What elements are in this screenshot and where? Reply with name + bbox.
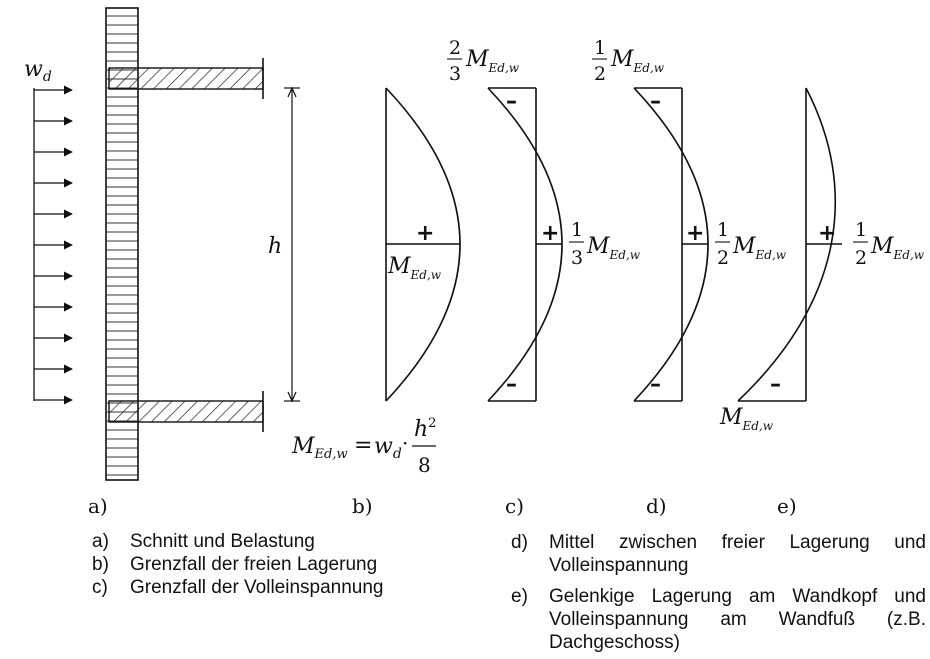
load-arrows — [33, 85, 73, 405]
caption-text: Grenzfall der Volleinspannung — [130, 577, 384, 598]
sign-minus-d-top: – — [650, 89, 661, 114]
svg-text:1: 1 — [594, 37, 606, 59]
svg-text:MEd,w: MEd,w — [610, 47, 665, 75]
moment-label-b: MEd,w — [387, 254, 442, 282]
svg-text:MEd,w: MEd,w — [465, 47, 520, 75]
caption-item-d: d) Mittel zwischen freier Lagerung und V… — [511, 531, 926, 577]
svg-text:2: 2 — [855, 247, 867, 269]
svg-text:h2: h2 — [414, 416, 436, 442]
caption-item-a: a) Schnitt und Belastung — [92, 530, 472, 553]
support-moment-label-e: MEd,w — [719, 405, 774, 433]
sign-plus-b: + — [416, 221, 434, 246]
caption-key: e) — [511, 586, 528, 607]
support-moment-label-d: 1 2 MEd,w — [592, 37, 665, 85]
svg-text:1: 1 — [717, 219, 729, 241]
caption-key: b) — [92, 554, 109, 575]
panel-b-free-support: + MEd,w MEd,w = wd · h2 8 b) — [291, 87, 461, 518]
sign-plus-e: + — [818, 221, 836, 246]
panel-label-b: b) — [352, 494, 373, 518]
caption-line: Volleinspannung am Wandfuß (z.B. — [549, 609, 926, 630]
caption-line: Gelenkige Lagerung am Wandkopf und — [549, 586, 926, 607]
caption-list-right: d) Mittel zwischen freier Lagerung und V… — [511, 531, 926, 654]
sign-plus-c: + — [541, 221, 559, 246]
svg-text:8: 8 — [418, 453, 431, 477]
svg-text:3: 3 — [571, 247, 583, 269]
svg-text:2: 2 — [717, 247, 729, 269]
caption-key: c) — [92, 577, 108, 598]
svg-text:MEd,w: MEd,w — [291, 434, 348, 462]
panel-label-c: c) — [505, 494, 524, 518]
caption-line: Dachgeschoss) — [549, 632, 680, 653]
panel-d-mean: – – + 1 2 MEd,w 1 2 MEd,w d) — [592, 37, 787, 518]
sign-minus-c-top: – — [506, 89, 517, 114]
svg-text:MEd,w: MEd,w — [732, 234, 787, 262]
caption-list-left: a) Schnitt und Belastung b) Grenzfall de… — [92, 530, 472, 599]
panel-c-full-fixity: – – + 2 3 MEd,w 1 3 MEd,w c) — [447, 37, 641, 518]
svg-text:wd: wd — [374, 434, 402, 462]
formula-b: MEd,w = wd · h2 8 — [291, 416, 436, 477]
load-symbol: wd — [24, 57, 52, 85]
svg-text:1: 1 — [571, 219, 583, 241]
caption-text: Mittel zwischen freier Lagerung und Voll… — [549, 531, 926, 577]
caption-line: Mittel zwischen freier Lagerung und — [549, 532, 926, 553]
caption-text: Gelenkige Lagerung am Wandkopf und Volle… — [549, 585, 926, 654]
sign-minus-d-bottom: – — [650, 372, 661, 397]
svg-text:MEd,w: MEd,w — [586, 234, 641, 262]
caption-key: a) — [92, 531, 109, 552]
panel-a-section: wd h a) — [24, 7, 300, 518]
bottom-slab — [108, 391, 264, 432]
svg-text:=: = — [354, 433, 372, 458]
svg-text:·: · — [402, 431, 408, 455]
span-moment-label-c: 1 3 MEd,w — [569, 219, 641, 269]
svg-text:1: 1 — [855, 219, 867, 241]
height-label: h — [268, 234, 282, 259]
svg-text:2: 2 — [449, 37, 461, 59]
top-slab — [108, 58, 264, 99]
svg-text:MEd,w: MEd,w — [870, 234, 925, 262]
support-moment-label-c: 2 3 MEd,w — [447, 37, 520, 85]
caption-item-e: e) Gelenkige Lagerung am Wandkopf und Vo… — [511, 585, 926, 654]
caption-line: Volleinspannung — [549, 555, 689, 576]
height-dimension: h — [268, 86, 300, 403]
panel-label-e: e) — [777, 494, 797, 518]
caption-item-b: b) Grenzfall der freien Lagerung — [92, 553, 472, 576]
caption-key: d) — [511, 532, 528, 553]
panel-label-d: d) — [646, 494, 667, 518]
sign-minus-c-bottom: – — [506, 372, 517, 397]
caption-text: Grenzfall der freien Lagerung — [130, 554, 378, 575]
panel-e-hinged-top: + – 1 2 MEd,w MEd,w e) — [719, 87, 925, 518]
panel-label-a: a) — [88, 494, 108, 518]
sign-minus-e: – — [770, 372, 781, 397]
span-moment-label-d: 1 2 MEd,w — [715, 219, 787, 269]
sign-plus-d: + — [686, 221, 704, 246]
caption-text: Schnitt und Belastung — [130, 531, 315, 552]
span-moment-label-e: 1 2 MEd,w — [853, 219, 925, 269]
caption-item-c: c) Grenzfall der Volleinspannung — [92, 576, 472, 599]
svg-text:3: 3 — [449, 63, 461, 85]
svg-text:2: 2 — [594, 63, 606, 85]
